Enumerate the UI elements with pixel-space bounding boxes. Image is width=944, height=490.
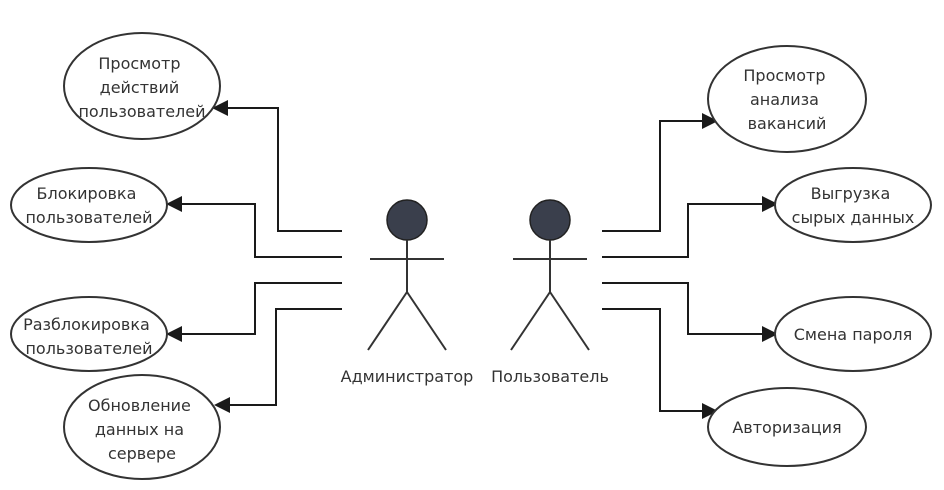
edge-user-view-vacancy-analysis [602,120,702,232]
use-case-label: Обновление данных на сервере [88,396,196,463]
arrowhead-icon [212,100,228,116]
use-case-export-raw-data[interactable]: Выгрузка сырых данных [774,167,932,243]
use-case-authorization[interactable]: Авторизация [707,387,867,467]
use-case-label: Просмотр анализа вакансий [743,66,830,133]
use-case-change-password[interactable]: Смена пароля [774,296,932,372]
use-case-update-server-data[interactable]: Обновление данных на сервере [63,374,221,480]
actor-administrator[interactable]: Администратор [341,199,474,386]
edge-admin-view-user-actions [228,107,342,232]
stick-figure-icon [510,199,590,351]
stick-figure-icon [367,199,447,351]
admin-edges [166,100,342,413]
edge-user-export-raw-data [602,203,762,258]
edge-admin-block-users [182,203,342,258]
arrowhead-icon [702,113,718,129]
use-case-block-users[interactable]: Блокировка пользователей [10,167,168,243]
arrowhead-icon [214,397,230,413]
use-case-label: Выгрузка сырых данных [792,184,915,227]
edge-admin-update-server-data [230,308,342,406]
actor-label: Администратор [341,367,474,386]
actor-user[interactable]: Пользователь [491,199,609,386]
arrowhead-icon [762,326,778,342]
arrowhead-icon [166,326,182,342]
use-case-label: Разблокировка пользователей [23,315,155,358]
use-case-label: Смена пароля [794,325,913,344]
use-case-label: Блокировка пользователей [25,184,152,227]
arrowhead-icon [702,403,718,419]
arrowhead-icon [762,196,778,212]
arrowhead-icon [166,196,182,212]
use-case-label: Просмотр действий пользователей [78,54,205,121]
use-case-unblock-users[interactable]: Разблокировка пользователей [10,296,168,372]
edge-admin-unblock-users [182,282,342,335]
use-case-label: Авторизация [732,418,841,437]
user-edges [602,113,778,419]
actor-label: Пользователь [491,367,609,386]
edge-user-authorization [602,308,702,412]
use-case-view-vacancy-analysis[interactable]: Просмотр анализа вакансий [707,45,867,153]
use-case-view-user-actions[interactable]: Просмотр действий пользователей [63,32,221,140]
edge-user-change-password [602,282,762,335]
